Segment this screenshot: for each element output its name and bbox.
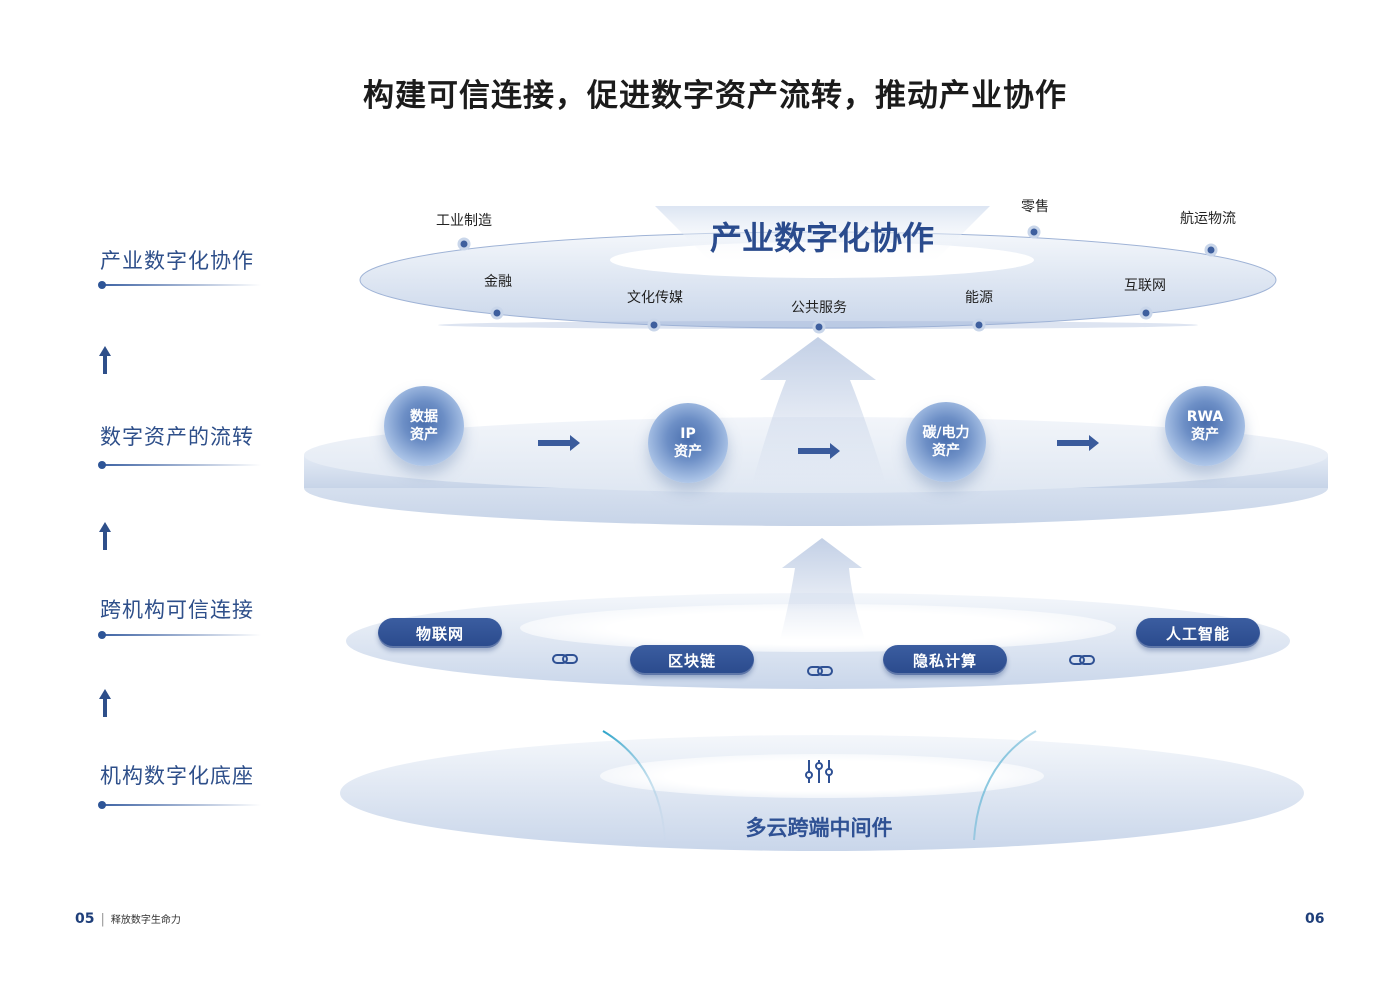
asset-ip-sphere: IP 资产 [648,403,728,483]
industry-center-label: 产业数字化协作 [709,219,935,257]
asset-rwa-sphere: RWA 资产 [1165,386,1245,466]
tech-pill-ai: 人工智能 [1136,618,1260,648]
industry-node-label: 金融 [484,274,512,290]
layer-underline [101,634,261,636]
industry-node-dots [457,225,1218,334]
asset-line2: 资产 [410,427,438,443]
layer-label-industry: 产业数字化协作 [100,249,254,273]
base-ring-hole [600,754,1044,798]
industry-glow [655,206,990,266]
sliders-icon [805,760,833,783]
tech-pill-privacy-computing: 隐私计算 [883,645,1007,675]
asset-line1: IP [680,426,696,442]
asset-line2: 资产 [674,444,702,460]
tech-pill-blockchain: 区块链 [630,645,754,675]
base-arc-left [602,730,666,841]
arrow-right-icon [1057,435,1099,451]
asset-carbon-sphere: 碳/电力 资产 [906,402,986,482]
asset-line1: 数据 [410,409,438,425]
layer-label-trusted-connection: 跨机构可信连接 [100,598,254,622]
layer-label-asset-flow: 数字资产的流转 [100,425,254,449]
arrow-up-icon [99,522,111,550]
layer-dot [98,461,106,469]
asset-line2: 资产 [1191,427,1219,443]
base-arc-right [973,730,1037,841]
layer-underline [101,464,261,466]
asset-line1: RWA [1186,409,1224,425]
link-icon [1069,655,1095,665]
industry-node-label: 公共服务 [791,300,847,316]
arrow-right-icon [538,435,580,451]
base-label: 多云跨端中间件 [745,816,893,840]
footer-page-left: 05 [75,911,95,927]
arrow-up-icon [99,689,111,717]
page-title: 构建可信连接，促进数字资产流转，推动产业协作 [363,78,1067,114]
tech-pill-iot: 物联网 [378,618,502,648]
up-flow-arrow [780,538,865,640]
layer-dot [98,281,106,289]
layer-dot [98,801,106,809]
footer-text: 释放数字生命力 [110,915,181,926]
arrow-up-icon [99,346,111,374]
footer-page-right: 06 [1305,911,1325,927]
asset-data-sphere: 数据 资产 [384,386,464,466]
layer-dot [98,631,106,639]
layer-label-digital-base: 机构数字化底座 [100,764,254,788]
asset-line2: 资产 [932,443,960,459]
industry-node-label: 零售 [1021,199,1049,215]
footer-left: 05 | 释放数字生命力 [75,911,181,927]
industry-node-label: 工业制造 [436,213,492,229]
link-icon [552,654,578,664]
industry-node-label: 能源 [965,290,993,306]
footer-separator: | [100,912,105,927]
industry-node-label: 航运物流 [1180,211,1236,227]
industry-node-label: 文化传媒 [627,290,683,306]
layer-underline [101,284,261,286]
layer-underline [101,804,261,806]
arrow-right-icon [798,443,840,459]
asset-line1: 碳/电力 [922,425,970,441]
industry-node-label: 互联网 [1124,278,1166,294]
up-flow-arrow [752,337,886,484]
link-icon [807,666,833,676]
